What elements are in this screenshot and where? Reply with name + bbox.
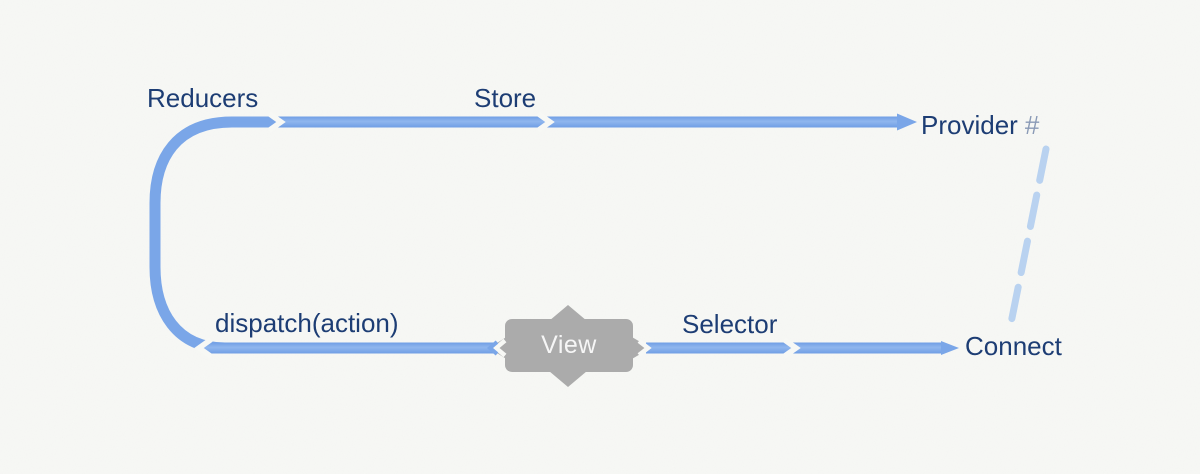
dashed-connector-provider-connect <box>1007 145 1050 327</box>
label-reducers: Reducers <box>147 83 259 113</box>
flow-curve-left <box>149 116 283 354</box>
label-view: View <box>541 331 597 359</box>
label-provider-text: Provider <box>921 110 1018 140</box>
view-box <box>486 305 652 387</box>
chevron-dispatch <box>194 337 213 359</box>
label-selector: Selector <box>682 309 778 339</box>
arrowhead-connect <box>941 341 959 355</box>
label-provider-hash: # <box>1024 110 1040 140</box>
label-provider: Provider# <box>921 111 1039 140</box>
view-box-left-chevron-gap <box>492 338 507 358</box>
label-connect: Connect <box>965 331 1062 361</box>
chevron-store <box>536 111 555 133</box>
view-box-bottom-point <box>549 371 587 387</box>
view-box-left-blue-arrowhead <box>486 340 499 356</box>
chevron-selector <box>782 337 801 359</box>
label-store: Store <box>474 83 537 113</box>
arrowhead-provider <box>897 113 917 131</box>
flow-band-dispatch <box>203 342 505 354</box>
label-dispatch-action: dispatch(action) <box>215 308 399 338</box>
chevron-reducers <box>267 111 286 133</box>
view-box-right-chevron-gap <box>637 339 652 357</box>
view-box-body <box>505 319 633 372</box>
view-box-right-point <box>630 336 651 360</box>
flow-band-top <box>276 116 900 128</box>
view-box-top-point <box>549 305 587 321</box>
